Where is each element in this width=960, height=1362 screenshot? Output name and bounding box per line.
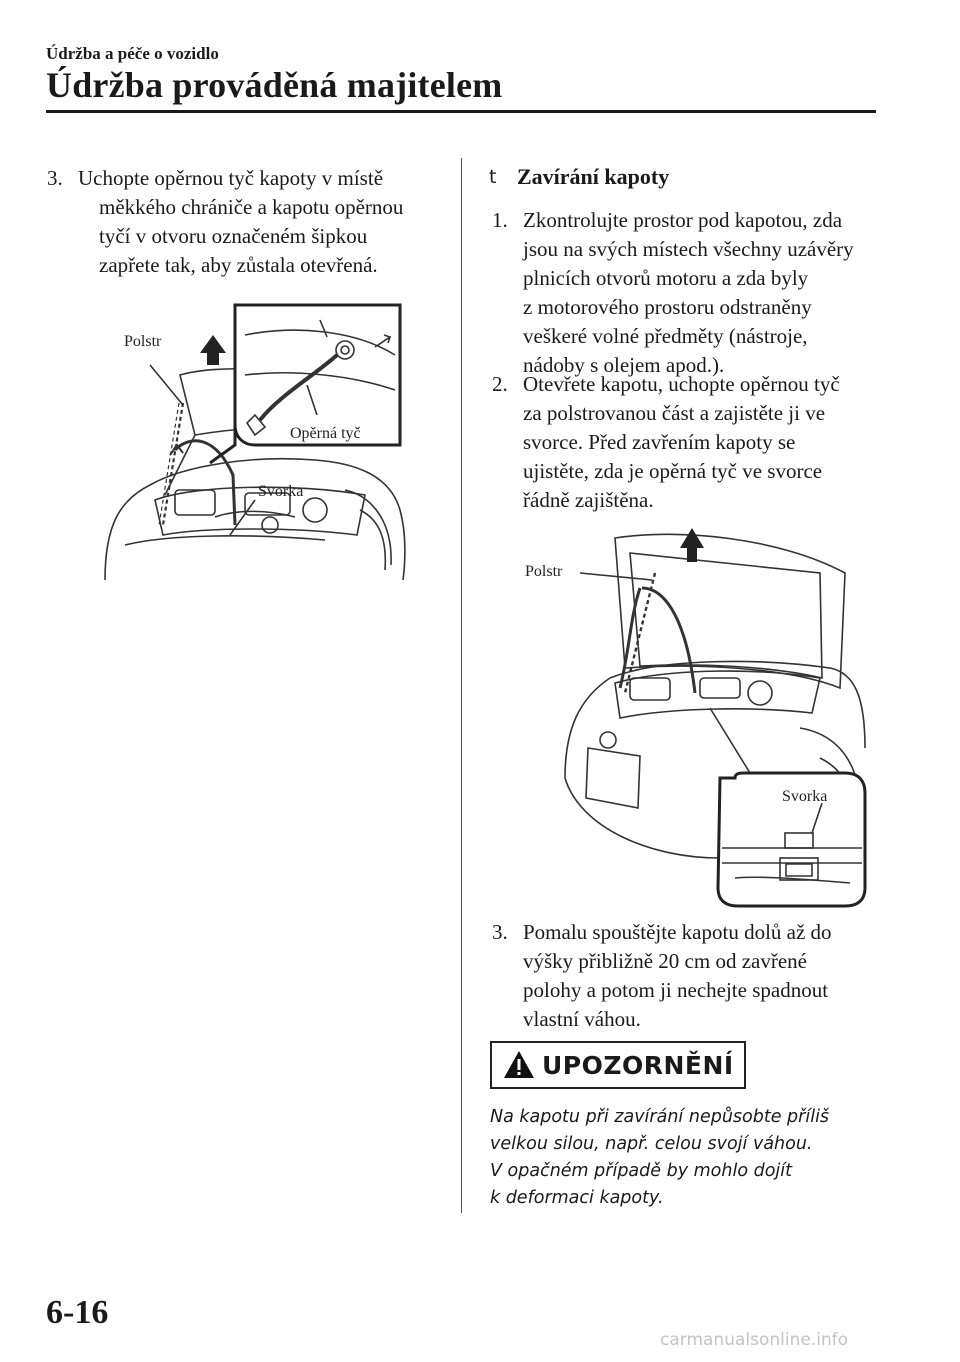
step-line: řádně zajištěna. (523, 488, 654, 512)
watermark: carmanualsonline.info (660, 1330, 849, 1350)
warning-icon (504, 1051, 534, 1078)
step-line: měkkého chrániče a kapotu opěrnou (99, 195, 404, 219)
step-line: z motorového prostoru odstraněny (523, 295, 812, 319)
right-step-3: 3. Pomalu spouštějte kapotu dolů až do v… (492, 918, 892, 1038)
subheading: Zavírání kapoty (517, 164, 670, 189)
step-line: polohy a potom ji nechejte spadnout (523, 978, 829, 1002)
hood-open-illustration (104, 303, 406, 581)
caution-line: velkou silou, např. celou svojí váhou. (490, 1134, 813, 1154)
label-svorka-2: Svorka (782, 788, 828, 805)
caution-word: UPOZORNĚNÍ (542, 1050, 734, 1080)
step-number: 3. (47, 166, 63, 190)
step-line: plnicích otvorů motoru a zda byly (523, 266, 809, 290)
step-line: Uchopte opěrnou tyč kapoty v místě (78, 166, 384, 190)
caution-box: UPOZORNĚNÍ (490, 1041, 746, 1089)
step-number: 1. (492, 208, 508, 232)
caution-text: Na kapotu při zavírání nepůsobte příliš … (490, 1104, 870, 1212)
label-operna-tyc: Opěrná tyč (290, 425, 361, 442)
step-line: jsou na svých místech všechny uzávěry (523, 237, 854, 261)
left-step-3: 3. Uchopte opěrnou tyč kapoty v místě mě… (47, 164, 427, 284)
subheading-marker: t (489, 166, 497, 188)
step-line: Otevřete kapotu, uchopte opěrnou tyč (523, 372, 840, 396)
caution-line: Na kapotu při zavírání nepůsobte příliš (490, 1107, 830, 1127)
page-title: Údržba prováděná majitelem (46, 65, 503, 105)
page-number: 6-16 (46, 1294, 109, 1331)
step-line: za polstrovanou část a zajistěte ji ve (523, 401, 826, 425)
title-rule (46, 110, 876, 113)
step-line: ujistěte, zda je opěrná tyč ve svorce (523, 459, 823, 483)
step-number: 2. (492, 372, 508, 396)
caution-line: V opačném případě by mohlo dojít (490, 1161, 793, 1181)
column-divider (461, 158, 462, 1213)
section-name: Údržba a péče o vozidlo (46, 44, 219, 63)
step-number: 3. (492, 920, 508, 944)
right-step-1: 1. Zkontrolujte prostor pod kapotou, zda… (492, 206, 892, 386)
caution-line: k deformaci kapoty. (490, 1188, 664, 1208)
label-polstr: Polstr (124, 333, 162, 350)
step-line: tyčí v otvoru označeném šipkou (99, 224, 368, 248)
label-polstr-2: Polstr (525, 563, 563, 580)
step-line: výšky přibližně 20 cm od zavřené (523, 949, 807, 973)
step-line: nádoby s olejem apod.). (523, 353, 725, 377)
step-line: zapřete tak, aby zůstala otevřená. (99, 253, 378, 277)
step-line: Pomalu spouštějte kapotu dolů až do (523, 920, 832, 944)
hood-closing-illustration (564, 528, 867, 908)
step-line: svorce. Před zavřením kapoty se (523, 430, 796, 454)
label-svorka: Svorka (258, 483, 304, 500)
step-line: vlastní váhou. (523, 1007, 641, 1031)
step-line: veškeré volné předměty (nástroje, (523, 324, 808, 348)
step-line: Zkontrolujte prostor pod kapotou, zda (523, 208, 843, 232)
right-step-2: 2. Otevřete kapotu, uchopte opěrnou tyč … (492, 370, 892, 520)
